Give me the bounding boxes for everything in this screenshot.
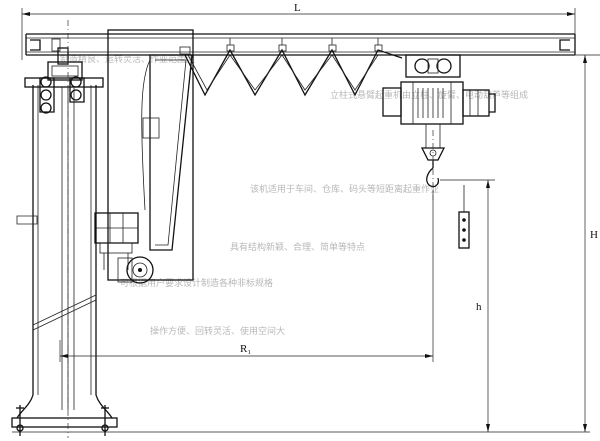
dimension-label-H: H [590, 229, 598, 241]
dimension-label-h: h [476, 301, 482, 313]
column [11, 47, 590, 436]
watermark-line: 制造精良、运转灵活、作业范围大 [60, 53, 195, 65]
watermark-line: 该机适用于车间、仓库、码头等短距离起重作业 [250, 183, 439, 195]
pendant-control [458, 185, 470, 249]
slewing-frame [107, 29, 194, 281]
jib-arm [25, 33, 576, 56]
watermark-line: 立柱式悬臂起重机由立柱、旋臂、电动葫芦等组成 [330, 89, 528, 101]
dimension-h: h [440, 179, 495, 432]
cable-festoon [179, 38, 403, 97]
dimension-R1: R₁ [59, 190, 434, 362]
slewing-drive [94, 212, 154, 284]
watermark-line: 具有结构新颖、合理、简单等特点 [230, 241, 365, 253]
electric-hoist [382, 54, 496, 188]
dimension-label-L: L [294, 2, 301, 14]
dimension-H: H [560, 54, 600, 432]
watermark-text: 制造精良、运转灵活、作业范围大 立柱式悬臂起重机由立柱、旋臂、电动葫芦等组成 该… [60, 53, 528, 337]
watermark-line: 操作方便、回转灵活、使用空间大 [150, 325, 285, 337]
dimension-label-R1: R₁ [240, 343, 251, 355]
dimension-L: L [21, 2, 576, 60]
